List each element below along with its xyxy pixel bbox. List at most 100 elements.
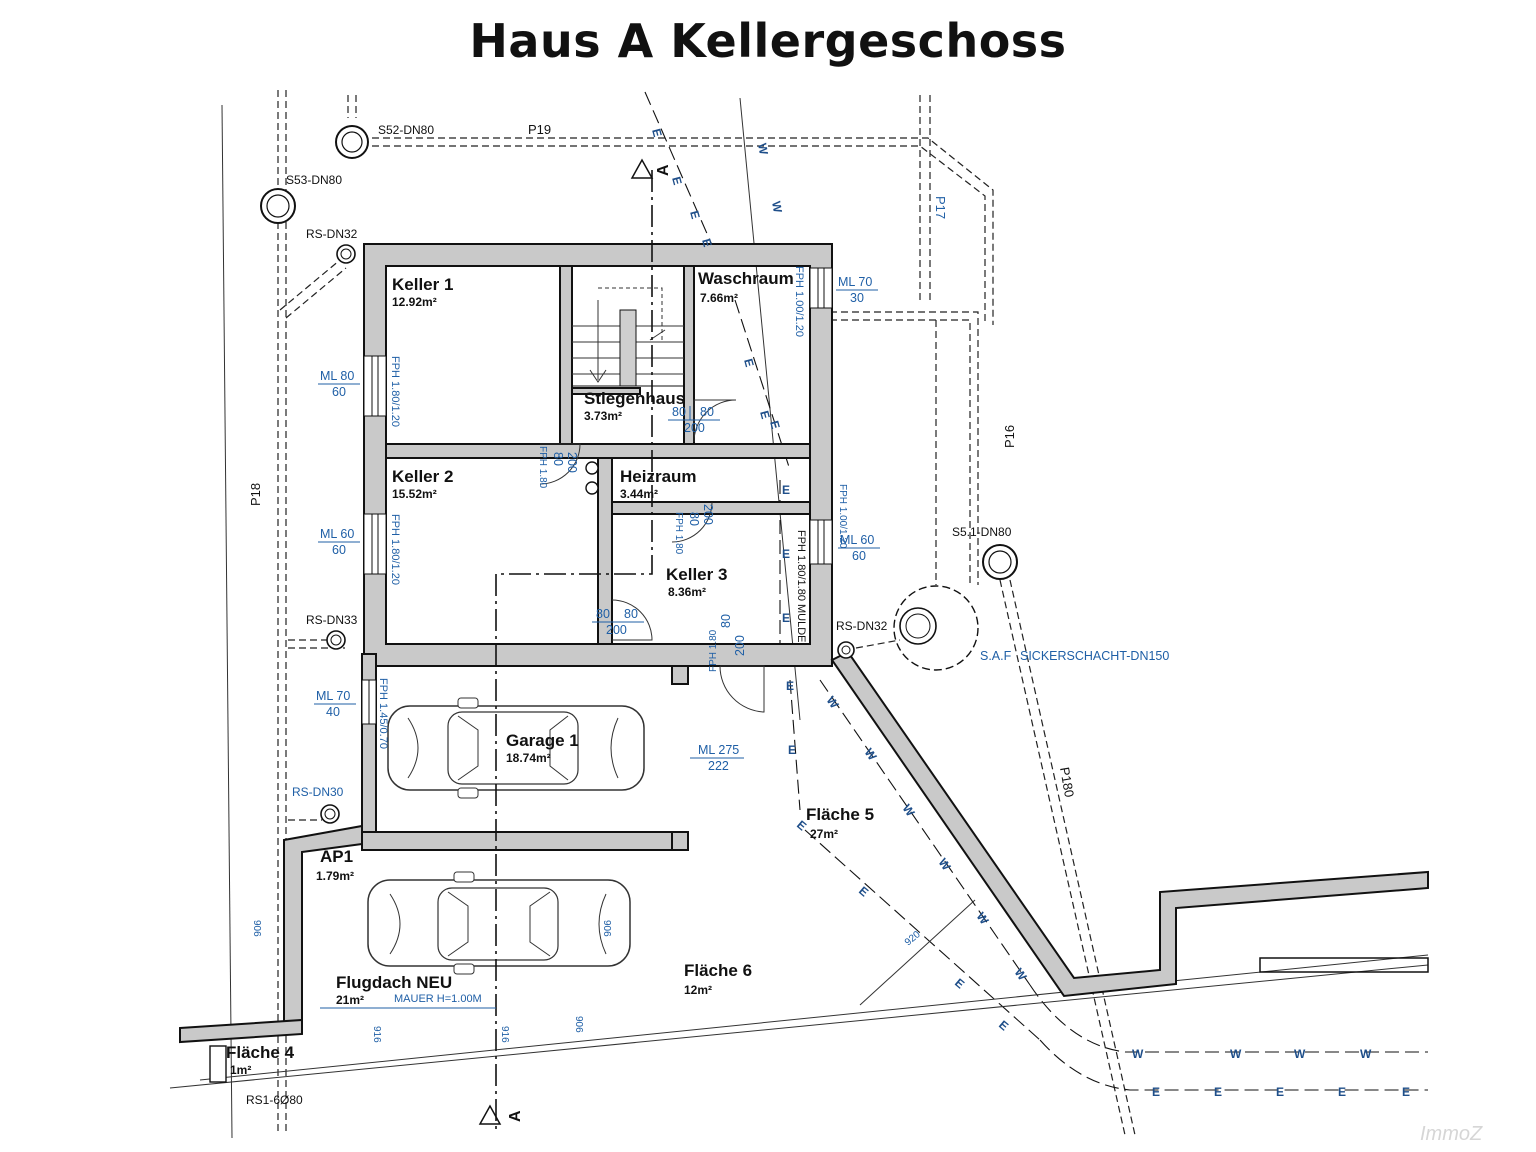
watermark: ImmoZ (1420, 1123, 1483, 1145)
opening-ml60-right-a: ML 60 (840, 533, 874, 547)
room-name-heizraum: Heizraum (620, 467, 697, 486)
label-rs32b: RS-DN32 (836, 619, 888, 633)
pipe-network (169, 90, 1429, 1139)
door-keller3-left-a: 80 (596, 607, 610, 621)
letter-e-14: E (856, 884, 871, 900)
letter-w-3: W (824, 694, 842, 712)
opening-ml275-a: ML 275 (698, 743, 739, 757)
letter-w-5: W (900, 802, 918, 820)
opening-ml60-left-a: ML 60 (320, 527, 354, 541)
section-marker-top: A (630, 158, 672, 179)
car-garage (387, 697, 645, 799)
label-p17: P17 (933, 196, 948, 219)
letter-e-17: E (1152, 1085, 1160, 1099)
dim-d3: 916 (371, 1026, 382, 1043)
car-flugdach (367, 871, 631, 975)
letter-w-12: W (1360, 1047, 1372, 1061)
label-p180: P180 (1057, 766, 1077, 799)
shafts (209, 125, 1018, 1083)
note-heiz-door: FPH 1.80 (673, 512, 684, 555)
dim-d5: 906 (573, 1016, 584, 1033)
label-s52: S52-DN80 (378, 123, 434, 137)
room-area-waschraum: 7.66m² (700, 291, 738, 305)
letter-e-6: E (757, 409, 773, 420)
opening-ml60-left-b: 60 (332, 543, 346, 557)
room-area-keller2: 15.52m² (392, 487, 437, 501)
letter-e-5: E (741, 357, 757, 368)
room-name-flaeche5: Fläche 5 (806, 805, 874, 824)
room-name-keller2: Keller 2 (392, 467, 453, 486)
room-name-flaeche4: Fläche 4 (226, 1043, 295, 1062)
opening-ml70-right-a: ML 70 (838, 275, 872, 289)
label-p16: P16 (1002, 425, 1017, 448)
note-keller1-win: FPH 1.80/1.20 (389, 356, 401, 427)
letter-e-11: E (786, 679, 794, 693)
room-labels: Keller 1 12.92m² Stiegenhaus 3.73m² Wasc… (226, 269, 874, 1077)
doors (539, 399, 811, 713)
door-heizraum-a: 80 (687, 512, 701, 526)
room-area-garage1: 18.74m² (506, 751, 551, 765)
note-keller2-win: FPH 1.80/1.20 (389, 514, 401, 585)
note-garage-win: FPH 1.45/0.70 (377, 678, 389, 749)
letter-e-21: E (1402, 1085, 1410, 1099)
room-name-garage1: Garage 1 (506, 731, 579, 750)
letter-w-11: W (1294, 1047, 1306, 1061)
label-rs32a: RS-DN32 (306, 227, 358, 241)
windows (361, 267, 833, 725)
room-name-waschraum: Waschraum (698, 269, 794, 288)
opening-ml70-left-b: 40 (326, 705, 340, 719)
section-line (495, 170, 653, 1130)
room-area-keller1: 12.92m² (392, 295, 437, 309)
letter-e-10: E (782, 611, 790, 625)
vertical-notes: FPH 1.80/1.20 FPH 1.80/1.20 FPH 1.45/0.7… (377, 266, 848, 749)
opening-ml70-left-a: ML 70 (316, 689, 350, 703)
label-rs33: RS-DN33 (306, 613, 358, 627)
letter-e-18: E (1214, 1085, 1222, 1099)
label-rs1: RS1-6Ø80 (246, 1093, 303, 1107)
letter-e-4: E (699, 237, 715, 248)
label-s51: S5.1-DN80 (952, 525, 1012, 539)
stair (571, 265, 685, 387)
room-area-keller3: 8.36m² (668, 585, 706, 599)
room-area-flaeche5: 27m² (810, 827, 838, 841)
letter-e-19: E (1276, 1085, 1284, 1099)
letter-w-1: W (755, 142, 771, 156)
opening-ml80-b: 60 (332, 385, 346, 399)
room-area-ap1: 1.79m² (316, 869, 354, 883)
letter-e-7: E (767, 419, 783, 430)
shaft-labels: S52-DN80 S53-DN80 RS-DN32 RS-DN33 RS-DN3… (246, 123, 1169, 1107)
label-rs30: RS-DN30 (292, 785, 344, 799)
door-keller3-left-b: 80 (624, 607, 638, 621)
dim-d6: 920 (903, 929, 923, 948)
room-name-keller1: Keller 1 (392, 275, 453, 294)
pipe-labels: P19 P18 P16 P17 P180 (248, 122, 1077, 798)
opening-labels: ML 80 60 ML 60 60 ML 70 40 ML 70 30 ML 6… (314, 275, 880, 773)
letter-w-2: W (769, 200, 785, 214)
label-s53: S53-DN80 (286, 173, 342, 187)
opening-ml275-b: 222 (708, 759, 729, 773)
door-keller3-bottom-a: 80 (719, 614, 733, 628)
note-waschraum-win: FPH 1.00/1.20 (793, 266, 805, 337)
page-title: Haus A Kellergeschoss (469, 14, 1067, 68)
letter-e-2: E (669, 175, 685, 186)
letter-e-3: E (687, 209, 703, 220)
door-keller2-a: 80 (551, 452, 565, 466)
door-stiegen-c: 200 (684, 421, 705, 435)
door-heizraum-b: 200 (701, 504, 715, 525)
letter-e-9: E (782, 547, 790, 561)
opening-ml80-a: ML 80 (320, 369, 354, 383)
dim-d1: 906 (251, 920, 262, 937)
letter-w-9: W (1132, 1047, 1144, 1061)
letter-e-15: E (952, 976, 967, 992)
label-p18: P18 (248, 483, 263, 506)
opening-ml60-right-b: 60 (852, 549, 866, 563)
note-keller3-wall: FPH 1.80/1.80 MULDE (795, 530, 807, 643)
utility-letters: E E E E E E E E E E E E E E E E E E E E … (649, 127, 1410, 1099)
room-area-flugdach: 21m² (336, 993, 364, 1007)
room-area-flaeche4: 1m² (230, 1063, 251, 1077)
dim-d4: 916 (499, 1026, 510, 1043)
room-name-flugdach: Flugdach NEU (336, 973, 452, 992)
door-keller3-left-c: 200 (606, 623, 627, 637)
label-sicker-prefix: S.A.F (980, 649, 1012, 663)
